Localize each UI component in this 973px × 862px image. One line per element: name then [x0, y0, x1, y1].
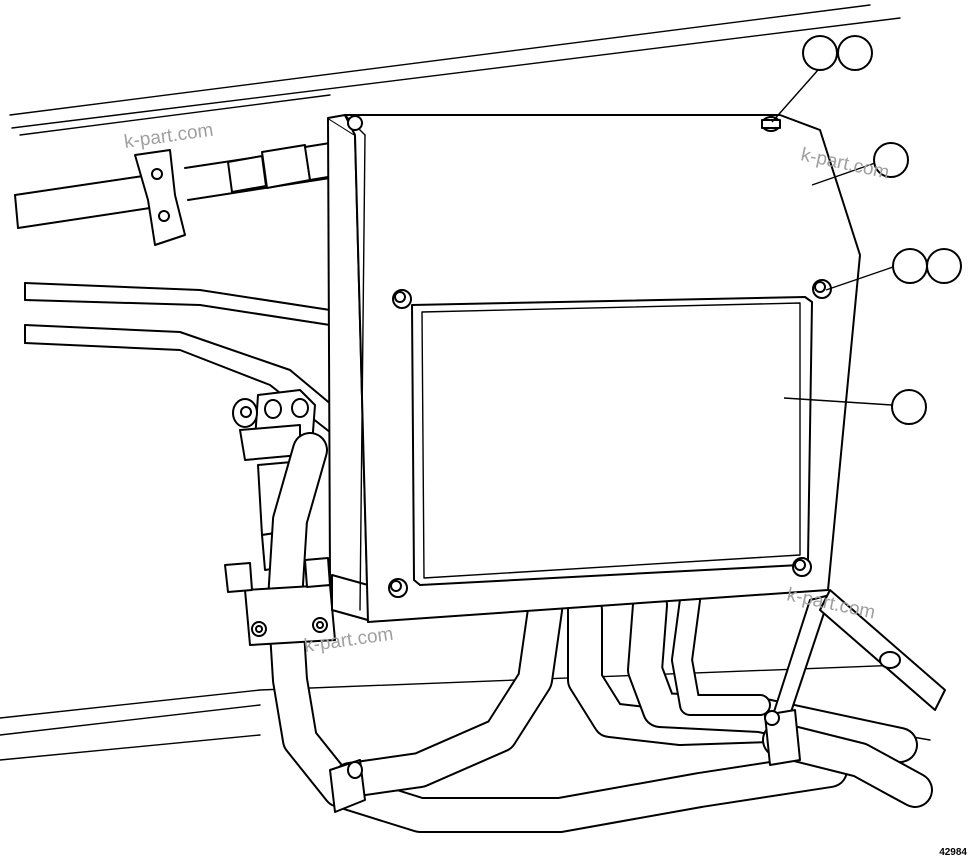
callout-circle: [837, 35, 873, 71]
mounting-bracket: [224, 557, 336, 646]
left-hoses: [24, 282, 351, 441]
pipe-clamp: [134, 149, 186, 246]
figure-number: 42984: [939, 847, 967, 858]
callout-circle: [892, 248, 928, 284]
pipe-fittings: [227, 142, 335, 193]
cover-bolts: [347, 115, 832, 598]
hose-clamps: [329, 709, 801, 813]
callouts: [771, 35, 962, 425]
callout-circle: [891, 389, 927, 425]
callout-circle: [873, 142, 909, 178]
watermark-text: k-part.com: [123, 120, 215, 153]
callout-circle: [926, 248, 962, 284]
cover-panel: [411, 296, 813, 586]
main-hose: [267, 432, 848, 833]
support-bracket: [771, 589, 946, 719]
lower-hoses: [332, 587, 933, 808]
callout-circle: [802, 35, 838, 71]
